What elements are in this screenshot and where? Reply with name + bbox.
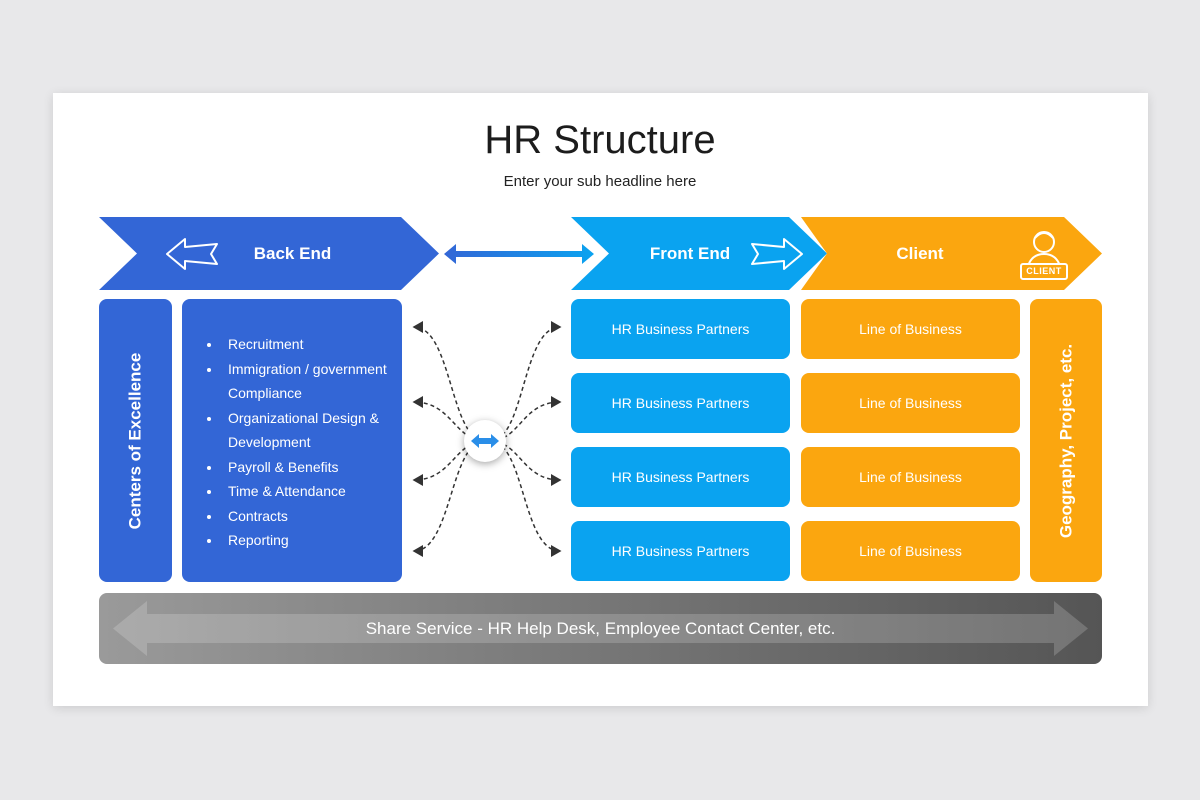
geography-label: Geography, Project, etc. bbox=[1056, 343, 1076, 539]
arrow-left-icon bbox=[166, 238, 218, 270]
line-of-business-cell: Line of Business bbox=[801, 299, 1020, 359]
list-item: Immigration / government Compliance bbox=[222, 357, 412, 406]
centers-of-excellence-box: Centers of Excellence bbox=[99, 299, 172, 582]
client-label: Client bbox=[896, 244, 944, 263]
hr-business-partner-cell: HR Business Partners bbox=[571, 299, 790, 359]
back-end-band bbox=[99, 217, 439, 290]
back-end-list: Recruitment Immigration / government Com… bbox=[198, 332, 412, 553]
hr-business-partner-cell: HR Business Partners bbox=[571, 373, 790, 433]
client-badge-label: CLIENT bbox=[1026, 266, 1062, 276]
hr-business-partner-cell: HR Business Partners bbox=[571, 447, 790, 507]
list-item: Contracts bbox=[222, 504, 412, 529]
arrow-right-icon bbox=[751, 238, 803, 270]
centers-of-excellence-label: Centers of Excellence bbox=[125, 352, 145, 530]
list-item: Time & Attendance bbox=[222, 479, 412, 504]
list-item: Payroll & Benefits bbox=[222, 455, 412, 480]
geography-box: Geography, Project, etc. bbox=[1030, 299, 1102, 582]
double-arrow-icon bbox=[444, 244, 594, 264]
list-item: Reporting bbox=[222, 528, 412, 553]
list-item: Recruitment bbox=[222, 332, 412, 357]
hr-business-partner-cell: HR Business Partners bbox=[571, 521, 790, 581]
line-of-business-cell: Line of Business bbox=[801, 373, 1020, 433]
back-end-label: Back End bbox=[253, 244, 332, 263]
double-arrow-icon bbox=[471, 434, 499, 448]
back-end-list-box: Recruitment Immigration / government Com… bbox=[182, 299, 402, 582]
share-double-arrow-icon bbox=[113, 601, 1088, 656]
line-of-business-cell: Line of Business bbox=[801, 521, 1020, 581]
page-subtitle: Enter your sub headline here bbox=[503, 173, 697, 190]
hub-connector bbox=[464, 420, 506, 462]
front-end-band bbox=[571, 217, 827, 290]
front-end-label: Front End bbox=[649, 244, 731, 263]
line-of-business-cell: Line of Business bbox=[801, 447, 1020, 507]
page-title: HR Structure bbox=[484, 118, 716, 162]
list-item: Organizational Design & Development bbox=[222, 406, 412, 455]
client-person-icon: CLIENT bbox=[1018, 226, 1070, 282]
share-service-label: Share Service - HR Help Desk, Employee C… bbox=[365, 619, 836, 638]
share-service-bar: Share Service - HR Help Desk, Employee C… bbox=[99, 593, 1102, 664]
